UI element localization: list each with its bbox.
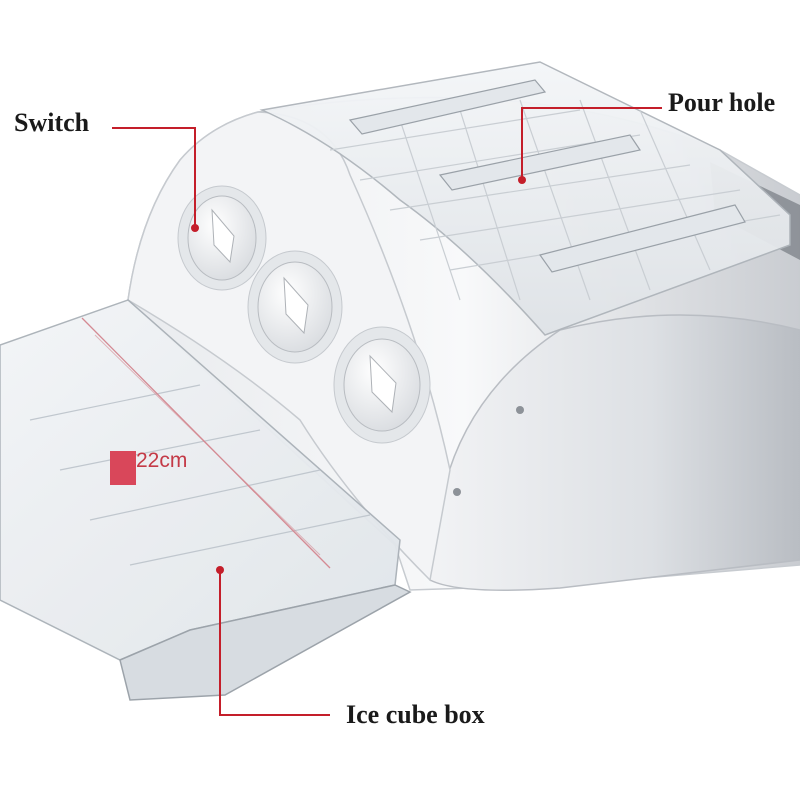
switch-knob	[177, 185, 267, 291]
ice-cube-box-drawer	[0, 299, 412, 701]
switch-knob	[247, 250, 343, 364]
ice-cube-box-pointer-dot	[216, 566, 224, 574]
switch-knob	[333, 326, 431, 444]
switch-knobs	[177, 185, 431, 444]
switch-pointer-dot	[191, 224, 199, 232]
leader-lines	[112, 107, 662, 716]
switch-label: Switch	[14, 108, 90, 137]
pour-hole-slots	[348, 79, 746, 273]
pour-hole-label: Pour hole	[668, 88, 776, 117]
screw-icon	[453, 488, 461, 496]
dimension-marker	[110, 451, 136, 485]
switch-leader-line	[112, 127, 196, 228]
lid	[259, 61, 791, 336]
pour-hole-leader-line	[521, 107, 662, 180]
ice-cube-box-label: Ice cube box	[346, 700, 485, 729]
screw-icon	[516, 406, 524, 414]
ice-cube-box-leader-line	[219, 570, 330, 716]
pour-hole-pointer-dot	[518, 176, 526, 184]
dimension-label: 22cm	[136, 449, 188, 472]
